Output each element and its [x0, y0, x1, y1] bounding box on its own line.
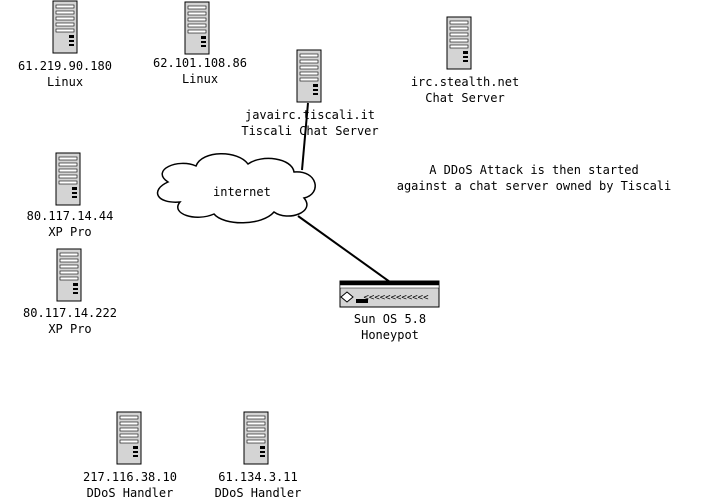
server-tower-icon [446, 16, 472, 70]
server-tower-icon [116, 411, 142, 465]
link-internet-honeypot [297, 215, 391, 283]
node-linux-1: 61.219.90.180 Linux [5, 58, 125, 90]
annotation-note: A DDoS Attack is then started against a … [378, 162, 690, 194]
node-role: Tiscali Chat Server [241, 124, 379, 138]
server-tower-icon [243, 411, 269, 465]
node-ip: irc.stealth.net [410, 75, 520, 89]
node-ip: 80.117.14.222 [23, 306, 117, 320]
server-tower-icon [296, 49, 322, 103]
node-role: Chat Server [425, 91, 505, 105]
node-xp-pro-1: 80.117.14.44 XP Pro [10, 208, 130, 240]
node-ip: Sun OS 5.8 [353, 312, 427, 326]
node-ddos-handler-2: 61.134.3.11 DDoS Handler [198, 469, 318, 501]
server-tower-icon [56, 248, 82, 302]
svg-text:<<<<<<<<<<<<: <<<<<<<<<<<< [363, 293, 429, 303]
cloud-icon [156, 153, 316, 224]
note-line: against a chat server owned by Tiscali [396, 179, 672, 193]
node-ddos-handler-1: 217.116.38.10 DDoS Handler [70, 469, 190, 501]
server-tower-icon [52, 0, 78, 54]
node-ip: 217.116.38.10 [83, 470, 177, 484]
cloud-label: internet [213, 185, 271, 199]
link-tiscali-internet [301, 102, 309, 171]
node-tiscali-chat-server: javairc.tiscali.it Tiscali Chat Server [230, 107, 390, 139]
node-ip: 61.219.90.180 [18, 59, 112, 73]
node-role: Linux [46, 75, 84, 89]
node-linux-2: 62.101.108.86 Linux [138, 55, 262, 87]
node-ip: javairc.tiscali.it [244, 108, 376, 122]
node-ip: 80.117.14.44 [26, 209, 114, 223]
node-role: DDoS Handler [86, 486, 174, 500]
node-role: XP Pro [48, 225, 92, 239]
node-stealth-chat-server: irc.stealth.net Chat Server [395, 74, 535, 106]
node-role: Honeypot [361, 328, 419, 342]
node-role: Linux [181, 72, 219, 86]
note-line: A DDoS Attack is then started [429, 163, 639, 177]
node-xp-pro-2: 80.117.14.222 XP Pro [10, 305, 130, 337]
server-tower-icon [55, 152, 81, 206]
node-honeypot: Sun OS 5.8 Honeypot [330, 311, 450, 343]
server-tower-icon [184, 1, 210, 55]
node-role: DDoS Handler [214, 486, 302, 500]
node-role: XP Pro [48, 322, 92, 336]
network-appliance-icon: <<<<<<<<<<<< [339, 280, 440, 308]
node-ip: 62.101.108.86 [153, 56, 247, 70]
node-ip: 61.134.3.11 [218, 470, 298, 484]
